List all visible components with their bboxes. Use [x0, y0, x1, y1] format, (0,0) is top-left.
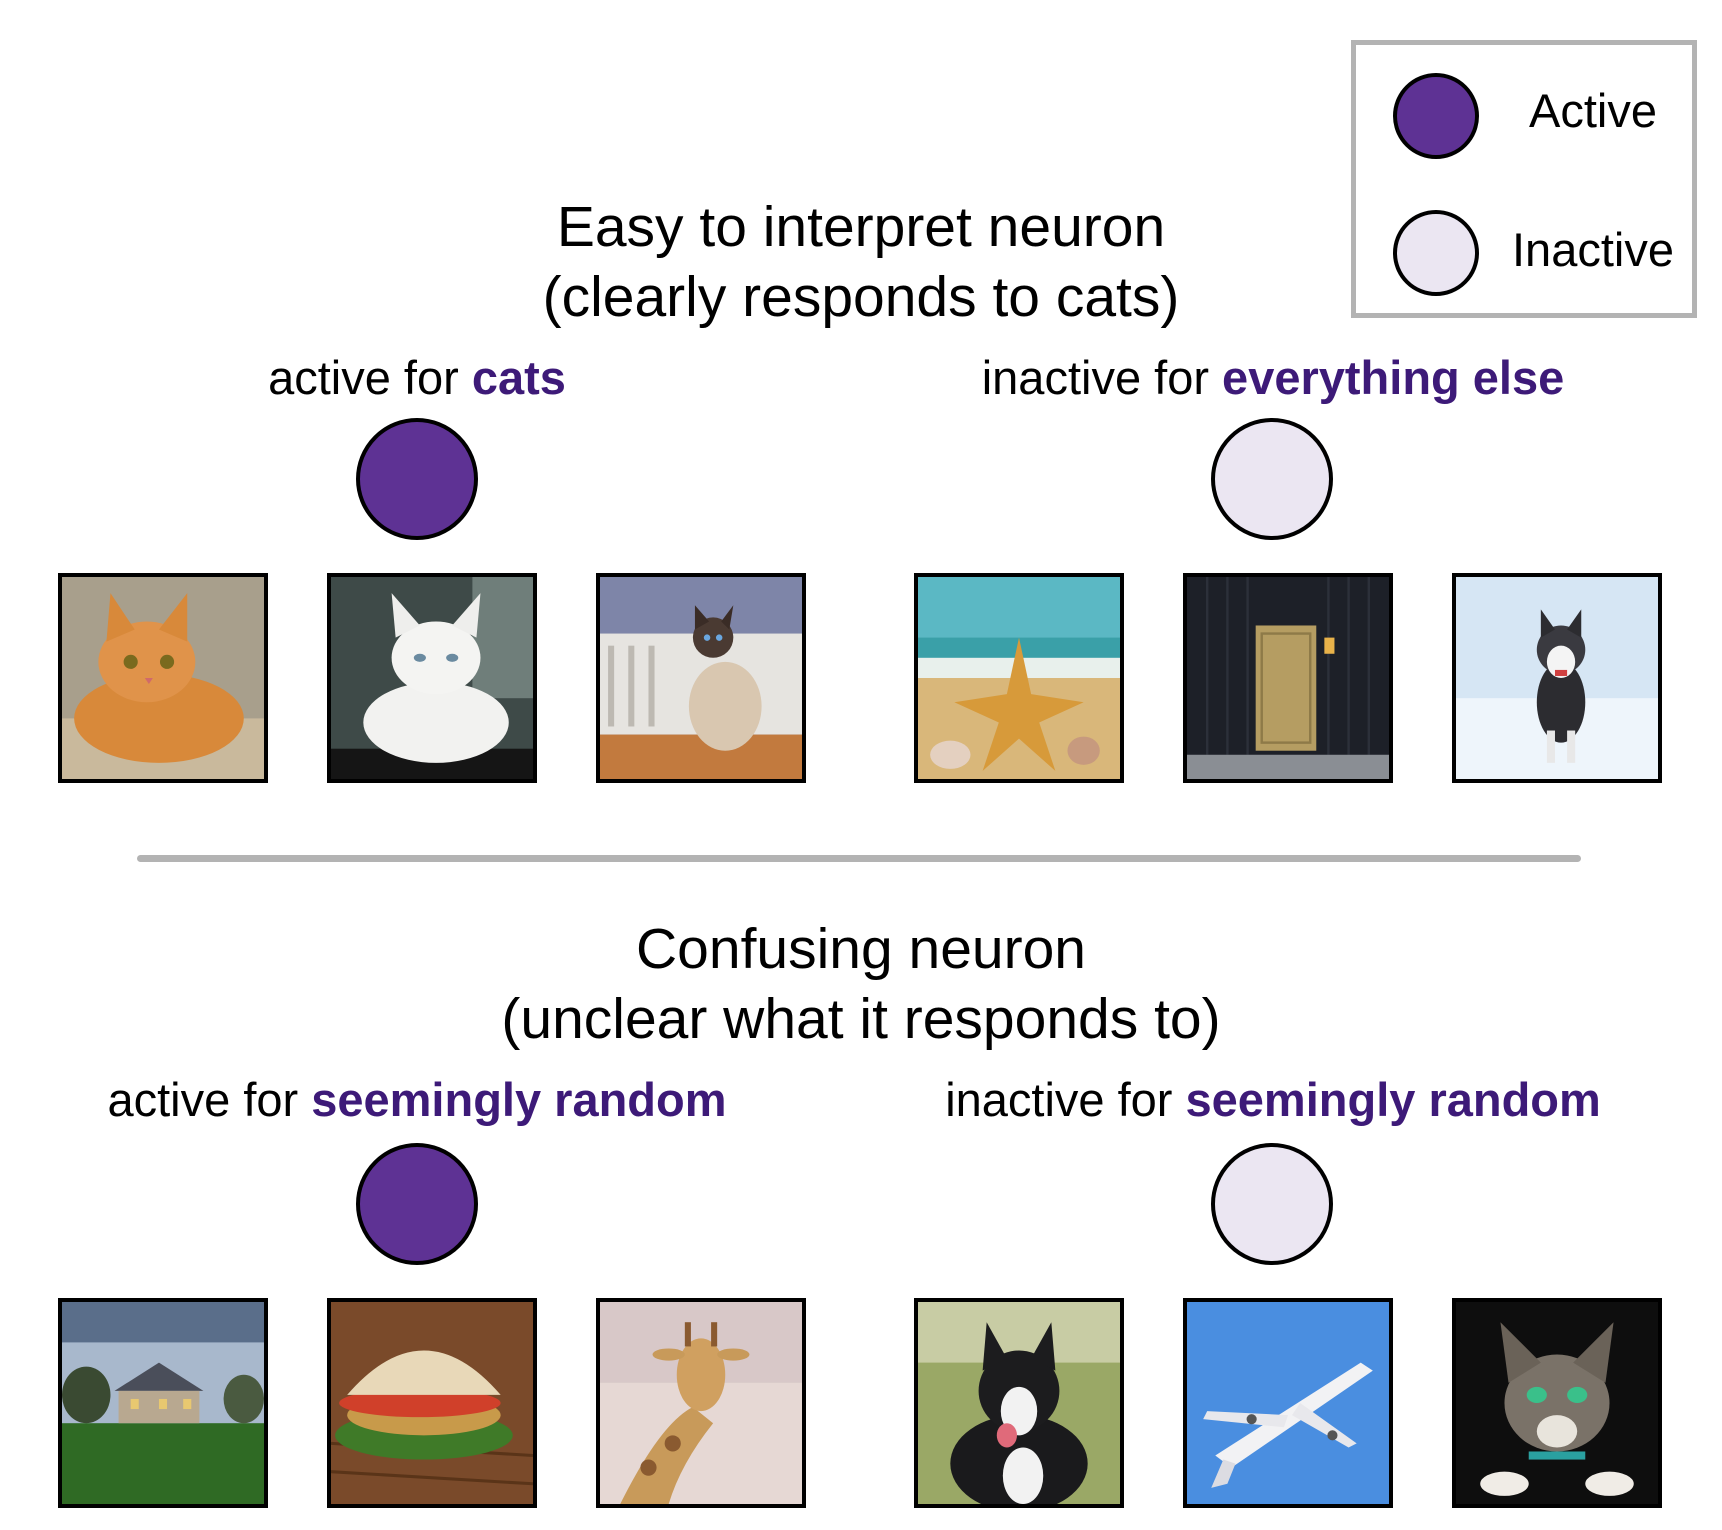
tabby-cat-image [1452, 1298, 1662, 1508]
caption-highlight: cats [471, 351, 566, 404]
burger-image [327, 1298, 537, 1508]
caption-prefix: active for [107, 1073, 312, 1126]
legend-inactive-label: Inactive [1512, 223, 1674, 276]
bottom-right-caption: inactive for seemingly random [945, 1072, 1601, 1127]
bottom-title-line1: Confusing neuron [636, 917, 1086, 981]
top-inactive-neuron [1211, 418, 1333, 540]
legend-inactive-swatch [1393, 210, 1479, 296]
bottom-active-neuron [356, 1143, 478, 1265]
caption-highlight: everything else [1222, 351, 1565, 404]
border-collie-image [914, 1298, 1124, 1508]
legend-active-swatch [1393, 73, 1479, 159]
top-title-line2: (clearly responds to cats) [542, 265, 1180, 329]
caption-prefix: inactive for [945, 1073, 1186, 1126]
caption-prefix: inactive for [981, 351, 1223, 404]
caption-highlight: seemingly random [1185, 1073, 1601, 1126]
door-image [1183, 573, 1393, 783]
bottom-inactive-neuron [1211, 1143, 1333, 1265]
section-divider [137, 855, 1581, 862]
orange-cat-image [58, 573, 268, 783]
white-cat-image [327, 573, 537, 783]
top-section-title: Easy to interpret neuron (clearly respon… [0, 192, 1722, 332]
legend-active-label: Active [1529, 84, 1657, 137]
legend: Active Inactive [1351, 40, 1697, 318]
bottom-section-title: Confusing neuron (unclear what it respon… [0, 914, 1722, 1054]
top-title-line1: Easy to interpret neuron [556, 195, 1166, 259]
husky-snow-image [1452, 573, 1662, 783]
bottom-left-caption: active for seemingly random [107, 1072, 726, 1127]
bottom-title-line2: (unclear what it responds to) [501, 987, 1221, 1051]
siamese-cat-image [596, 573, 806, 783]
top-right-caption: inactive for everything else [982, 350, 1565, 405]
top-active-neuron [356, 418, 478, 540]
caption-prefix: active for [268, 351, 472, 404]
giraffe-image [596, 1298, 806, 1508]
airplane-image [1183, 1298, 1393, 1508]
top-left-caption: active for cats [268, 350, 566, 405]
starfish-beach-image [914, 573, 1124, 783]
house-lawn-image [58, 1298, 268, 1508]
caption-highlight: seemingly random [311, 1073, 727, 1126]
